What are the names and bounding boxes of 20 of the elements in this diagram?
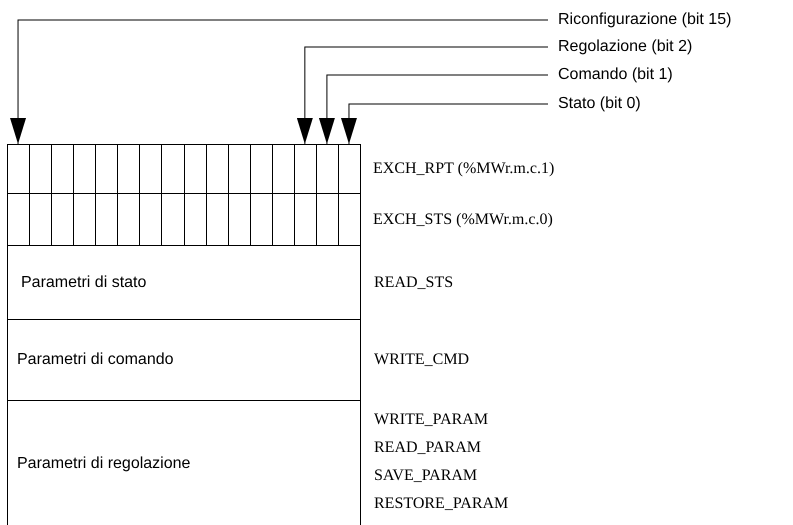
bit-label: Comando (bit 1)	[548, 65, 673, 85]
bit-cell	[338, 145, 361, 193]
bit-label: Stato (bit 0)	[548, 94, 641, 114]
arrow	[296, 46, 548, 144]
object-name: READ_PARAM	[374, 438, 482, 458]
object-name: EXCH_RPT (%MWr.m.c.1)	[373, 159, 554, 179]
bit-label: Regolazione (bit 2)	[548, 37, 692, 57]
object-name: RESTORE_PARAM	[374, 494, 508, 514]
object-name: WRITE_PARAM	[374, 410, 490, 430]
object-name: SAVE_PARAM	[374, 466, 478, 486]
row-label: Parametri di comando	[17, 350, 174, 370]
row-label: Parametri di regolazione	[17, 454, 190, 474]
object-name: READ_STS	[374, 272, 454, 292]
arrow	[318, 74, 548, 144]
arrow	[10, 20, 548, 144]
arrow	[340, 104, 548, 144]
object-name: WRITE_CMD	[374, 350, 470, 370]
row-label: Parametri di stato	[21, 272, 146, 292]
object-name: EXCH_STS (%MWr.m.c.0)	[373, 210, 553, 230]
bit-label: Riconfigurazione (bit 15)	[548, 10, 732, 30]
